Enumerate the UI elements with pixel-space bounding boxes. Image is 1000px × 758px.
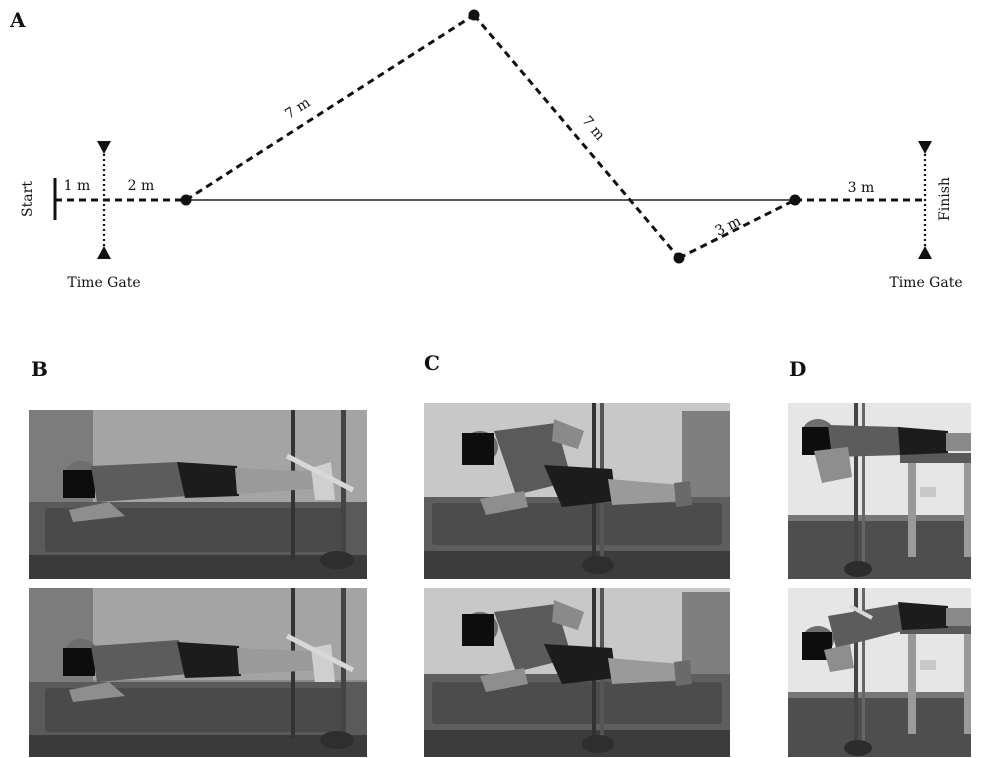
- cone-marker-3: [673, 252, 685, 264]
- cone-marker-2: [468, 9, 480, 21]
- time-gate-right: [918, 141, 932, 259]
- photo-back-extension-end: [788, 588, 971, 757]
- panel-label-c: C: [424, 351, 440, 375]
- gate-triangle-down-icon: [918, 141, 932, 154]
- panel-label-b: B: [31, 357, 48, 381]
- photo-side-plank-start: [424, 403, 730, 579]
- photo-back-extension-start: [788, 403, 971, 579]
- time-gate-label-right: Time Gate: [889, 275, 962, 291]
- photo-side-plank-end: [424, 588, 730, 757]
- distance-label-3m-diag: 3 m: [713, 213, 744, 239]
- gate-triangle-down-icon: [97, 141, 111, 154]
- cone-marker-1: [180, 194, 192, 206]
- photo-front-plank-end: [29, 588, 367, 757]
- gate-triangle-up-icon: [918, 246, 932, 259]
- time-gate-left: [97, 141, 111, 259]
- distance-label-3m-end: 3 m: [848, 180, 875, 196]
- distance-label-2m: 2 m: [128, 178, 155, 194]
- photo-front-plank-start: [29, 410, 367, 579]
- cone-marker-4: [789, 194, 801, 206]
- panel-label-a: A: [9, 8, 26, 32]
- panel-label-d: D: [789, 357, 807, 381]
- agility-course-diagram: A Start Time Gate Time Gate Finish 1 m 2…: [9, 8, 963, 291]
- finish-label: Finish: [937, 177, 953, 221]
- path-segment-7m-down: [472, 14, 681, 259]
- distance-label-7m-down: 7 m: [578, 113, 607, 144]
- path-segment-3m-diag: [678, 198, 796, 260]
- distance-label-1m: 1 m: [64, 178, 91, 194]
- distance-label-7m-up: 7 m: [282, 95, 313, 123]
- gate-triangle-up-icon: [97, 246, 111, 259]
- start-label: Start: [20, 181, 36, 217]
- path-segment-7m-up: [185, 13, 475, 202]
- time-gate-label-left: Time Gate: [67, 275, 140, 291]
